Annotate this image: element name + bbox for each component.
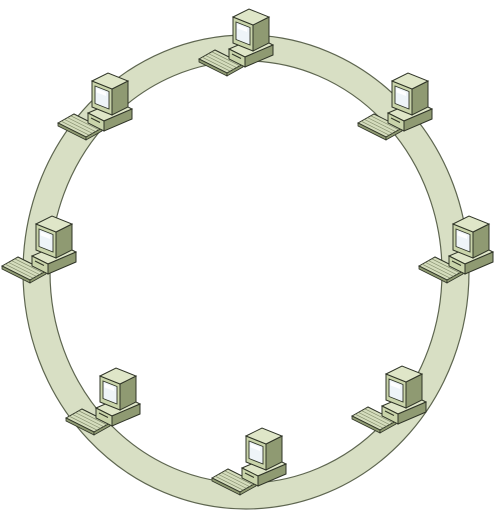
keyboard-key-row	[221, 472, 250, 487]
keyboard-key-row	[355, 413, 384, 429]
screen-glare	[390, 381, 400, 389]
screen-glare	[396, 88, 406, 96]
keyboard-key-row	[361, 410, 390, 425]
drive-slot	[90, 117, 101, 123]
keyboard-key-row	[202, 56, 231, 72]
computer-nodes	[0, 8, 495, 496]
node-right-computer-icon	[417, 215, 495, 284]
keyboard-edge-side	[226, 63, 244, 77]
system-unit-side	[464, 251, 494, 275]
system-unit-side	[397, 401, 427, 425]
keyboard-key-row	[14, 258, 43, 274]
keyboard-key-row	[422, 263, 451, 279]
monitor-top	[390, 72, 430, 90]
monitor-top	[384, 365, 424, 383]
monitor-top	[98, 367, 138, 385]
keyboard-key-row	[61, 120, 90, 136]
drive-slot	[451, 260, 462, 266]
node-bottom-computer-icon	[210, 427, 288, 496]
monitor-top	[34, 215, 74, 233]
node-top-right-computer-icon	[356, 72, 434, 141]
keyboard-edge-side	[29, 270, 47, 284]
node-bottom-right-computer-icon	[350, 365, 428, 434]
keyboard-key-row	[75, 412, 104, 427]
system-unit-side	[47, 251, 77, 275]
drive-slot	[98, 412, 109, 418]
keyboard-key-row	[364, 119, 393, 134]
keyboard-key-row	[70, 115, 99, 131]
node-bottom-left-computer-icon	[64, 367, 142, 436]
system-unit-side	[403, 108, 433, 132]
screen-glare	[457, 231, 467, 239]
keyboard-key-row	[364, 408, 393, 424]
keyboard-key-row	[69, 415, 98, 431]
screen-glare	[104, 383, 114, 391]
drive-slot	[34, 260, 45, 266]
node-top-left-computer-icon	[56, 72, 134, 141]
keyboard-key-row	[218, 474, 247, 489]
keyboard-key-row	[5, 263, 34, 279]
monitor-top	[231, 8, 271, 26]
keyboard-key-row	[425, 262, 454, 277]
drive-slot	[384, 410, 395, 416]
monitor-top	[244, 427, 284, 445]
keyboard-key-row	[361, 120, 390, 136]
keyboard-edge-side	[379, 420, 397, 434]
keyboard-key-row	[205, 55, 234, 70]
keyboard-key-row	[224, 470, 253, 486]
screen-glare	[237, 24, 247, 32]
node-top-computer-icon	[197, 8, 275, 77]
keyboard-key-row	[367, 117, 396, 132]
keyboard-key-row	[211, 51, 240, 67]
monitor-top	[90, 72, 130, 90]
system-unit-side	[111, 403, 141, 427]
screen-glare	[250, 443, 260, 451]
keyboard-key-row	[64, 119, 93, 134]
keyboard-edge-side	[385, 127, 403, 141]
monitor-top	[451, 215, 491, 233]
keyboard-key-row	[208, 53, 237, 68]
screen-glare	[96, 88, 106, 96]
drive-slot	[244, 472, 255, 478]
system-unit-side	[257, 463, 287, 487]
drive-slot	[231, 53, 242, 59]
keyboard-edge-side	[239, 482, 257, 496]
drive-slot	[390, 117, 401, 123]
system-unit-side	[103, 108, 133, 132]
keyboard-key-row	[431, 258, 460, 274]
keyboard-key-row	[428, 260, 457, 275]
keyboard-key-row	[370, 115, 399, 131]
system-unit-side	[244, 44, 274, 68]
keyboard-key-row	[358, 412, 387, 427]
keyboard-edge-side	[93, 422, 111, 436]
keyboard-key-row	[67, 117, 96, 132]
keyboard-key-row	[11, 260, 40, 275]
keyboard-key-row	[8, 262, 37, 277]
keyboard-edge-side	[85, 127, 103, 141]
keyboard-key-row	[78, 410, 107, 426]
keyboard-edge-side	[446, 270, 464, 284]
node-left-computer-icon	[0, 215, 78, 284]
keyboard-key-row	[215, 475, 244, 491]
keyboard-key-row	[72, 414, 101, 429]
screen-glare	[40, 231, 50, 239]
